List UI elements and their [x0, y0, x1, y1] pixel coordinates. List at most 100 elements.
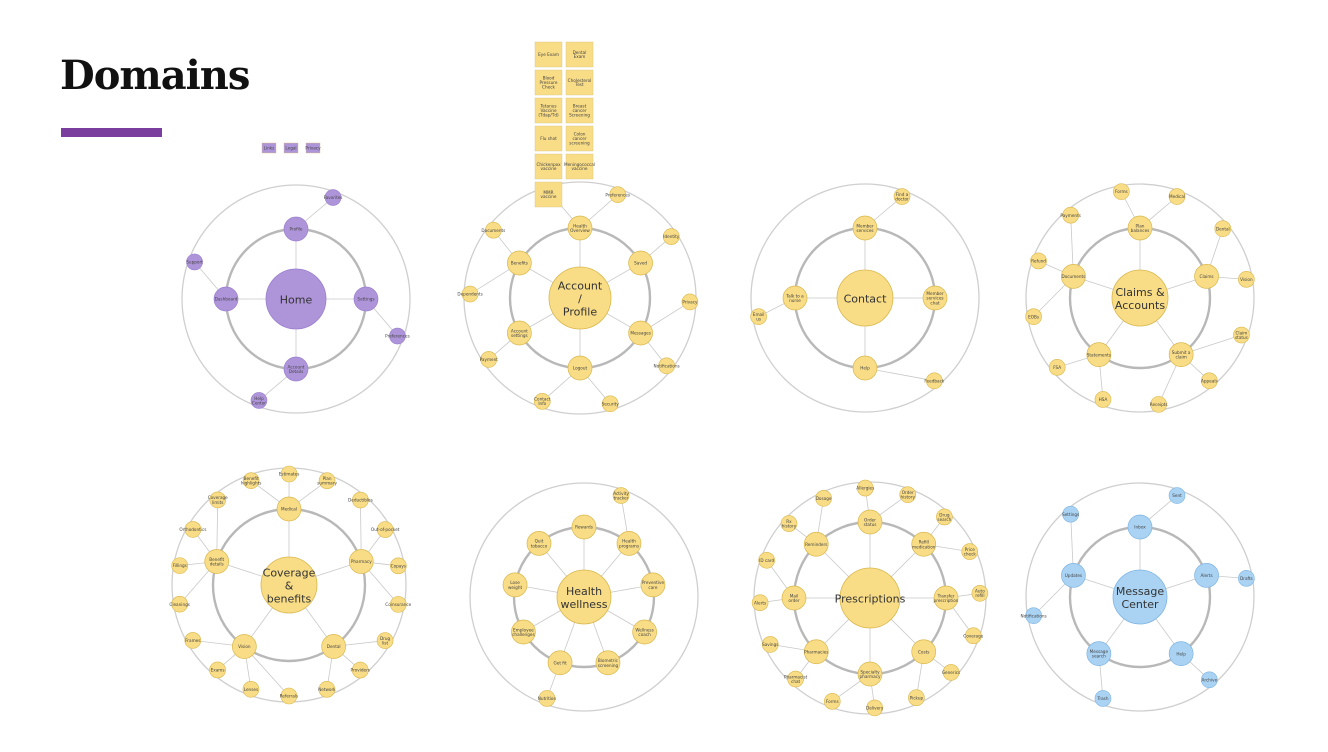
- inner-node[interactable]: [1127, 215, 1153, 241]
- inner-node[interactable]: [640, 572, 666, 598]
- outer-node[interactable]: [1201, 372, 1218, 390]
- center-node[interactable]: [265, 268, 327, 330]
- inner-node[interactable]: [547, 650, 573, 676]
- outer-node[interactable]: [480, 351, 498, 368]
- sticky-note[interactable]: [534, 97, 563, 124]
- inner-node[interactable]: [353, 286, 379, 312]
- inner-node[interactable]: [283, 216, 309, 242]
- inner-node[interactable]: [567, 215, 593, 241]
- outer-node[interactable]: [538, 690, 556, 707]
- outer-node[interactable]: [250, 392, 268, 409]
- outer-node[interactable]: [324, 189, 342, 206]
- outer-node[interactable]: [965, 627, 982, 645]
- outer-node[interactable]: [1233, 326, 1250, 344]
- outer-node[interactable]: [681, 293, 699, 311]
- outer-node[interactable]: [280, 687, 298, 705]
- sticky-note[interactable]: [534, 125, 563, 152]
- inner-node[interactable]: [803, 639, 829, 665]
- outer-node[interactable]: [942, 664, 960, 681]
- inner-node[interactable]: [276, 496, 302, 522]
- inner-node[interactable]: [507, 320, 532, 346]
- outer-node[interactable]: [1030, 252, 1047, 270]
- center-node[interactable]: [1112, 569, 1168, 625]
- outer-node[interactable]: [389, 327, 406, 345]
- outer-node[interactable]: [376, 521, 394, 538]
- outer-node[interactable]: [971, 585, 989, 602]
- inner-node[interactable]: [1194, 563, 1219, 588]
- outer-node[interactable]: [1168, 487, 1186, 504]
- inner-node[interactable]: [204, 549, 230, 574]
- inner-node[interactable]: [782, 285, 808, 311]
- inner-node[interactable]: [526, 531, 552, 556]
- center-node[interactable]: [1111, 269, 1169, 327]
- inner-node[interactable]: [857, 509, 883, 535]
- inner-node[interactable]: [1168, 342, 1194, 367]
- sticky-note[interactable]: [283, 142, 299, 154]
- inner-node[interactable]: [1086, 641, 1112, 666]
- inner-node[interactable]: [628, 320, 653, 346]
- inner-node[interactable]: [933, 585, 959, 611]
- outer-node[interactable]: [658, 357, 675, 375]
- outer-node[interactable]: [351, 661, 369, 679]
- inner-node[interactable]: [502, 572, 528, 598]
- inner-node[interactable]: [571, 514, 597, 540]
- outer-node[interactable]: [758, 551, 775, 569]
- outer-node[interactable]: [1238, 570, 1255, 587]
- outer-node[interactable]: [857, 479, 874, 497]
- outer-node[interactable]: [1168, 188, 1186, 205]
- outer-node[interactable]: [1094, 391, 1112, 408]
- outer-node[interactable]: [893, 188, 911, 205]
- outer-node[interactable]: [1150, 396, 1167, 413]
- outer-node[interactable]: [376, 632, 394, 649]
- inner-node[interactable]: [567, 355, 593, 381]
- outer-node[interactable]: [390, 557, 407, 575]
- outer-node[interactable]: [1214, 220, 1232, 237]
- inner-node[interactable]: [922, 285, 948, 311]
- sticky-note[interactable]: [565, 125, 594, 152]
- outer-node[interactable]: [908, 689, 925, 707]
- outer-node[interactable]: [280, 465, 298, 483]
- outer-node[interactable]: [242, 680, 260, 698]
- outer-node[interactable]: [242, 472, 260, 489]
- outer-node[interactable]: [171, 595, 188, 613]
- outer-node[interactable]: [1062, 505, 1079, 523]
- outer-node[interactable]: [1094, 690, 1112, 707]
- outer-node[interactable]: [389, 596, 407, 613]
- center-node[interactable]: [260, 556, 318, 614]
- sticky-note[interactable]: [565, 97, 594, 124]
- inner-node[interactable]: [321, 634, 347, 659]
- sticky-note[interactable]: [565, 41, 594, 68]
- outer-node[interactable]: [787, 670, 804, 688]
- outer-node[interactable]: [485, 221, 502, 239]
- outer-node[interactable]: [899, 486, 917, 503]
- inner-node[interactable]: [1168, 641, 1194, 666]
- sticky-note[interactable]: [534, 69, 563, 96]
- outer-node[interactable]: [318, 681, 336, 698]
- inner-node[interactable]: [231, 634, 257, 659]
- outer-node[interactable]: [936, 508, 953, 526]
- inner-node[interactable]: [348, 549, 374, 574]
- outer-node[interactable]: [1062, 206, 1079, 224]
- outer-node[interactable]: [601, 395, 619, 413]
- inner-node[interactable]: [1061, 264, 1086, 289]
- sticky-note[interactable]: [261, 142, 277, 154]
- outer-node[interactable]: [761, 636, 779, 653]
- inner-node[interactable]: [283, 356, 309, 382]
- sticky-note[interactable]: [534, 181, 563, 208]
- outer-node[interactable]: [926, 372, 943, 390]
- outer-node[interactable]: [1113, 183, 1130, 200]
- outer-node[interactable]: [1025, 607, 1042, 624]
- outer-node[interactable]: [184, 632, 202, 649]
- outer-node[interactable]: [751, 594, 769, 611]
- outer-node[interactable]: [1201, 671, 1218, 689]
- outer-node[interactable]: [1048, 359, 1066, 376]
- outer-node[interactable]: [533, 393, 551, 410]
- outer-node[interactable]: [1025, 308, 1042, 325]
- inner-node[interactable]: [1061, 563, 1086, 588]
- inner-node[interactable]: [803, 531, 829, 557]
- outer-node[interactable]: [209, 661, 226, 679]
- inner-node[interactable]: [616, 531, 642, 556]
- inner-node[interactable]: [911, 531, 937, 557]
- outer-node[interactable]: [750, 308, 767, 325]
- inner-node[interactable]: [1194, 264, 1219, 289]
